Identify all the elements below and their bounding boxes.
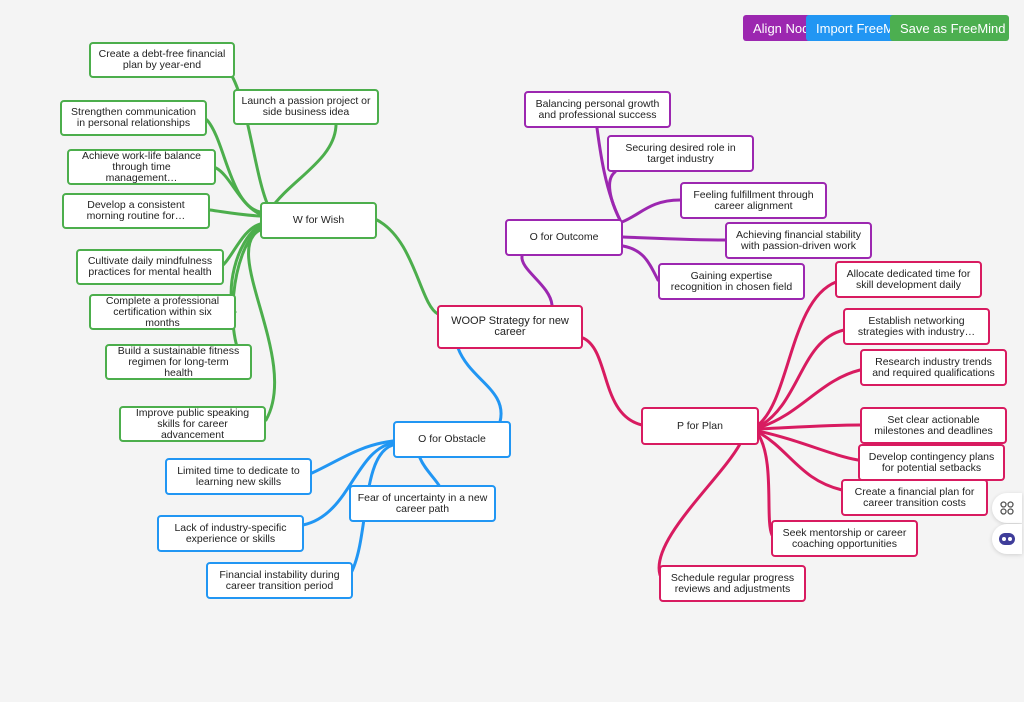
plan-item-node[interactable]: Seek mentorship or career coaching oppor… [771, 520, 918, 557]
wish-item-node[interactable]: Achieve work-life balance through time m… [67, 149, 216, 185]
outcome-item-node[interactable]: Achieving financial stability with passi… [725, 222, 872, 259]
grid-icon[interactable] [992, 493, 1022, 523]
wish-item-node[interactable]: Improve public speaking skills for caree… [119, 406, 266, 442]
plan-item-node[interactable]: Set clear actionable milestones and dead… [860, 407, 1007, 444]
wish-item-node[interactable]: Build a sustainable fitness regimen for … [105, 344, 252, 380]
wish-item-node[interactable]: Strengthen communication in personal rel… [60, 100, 207, 136]
import-freemind-button[interactable]: Import FreeMind [806, 15, 902, 41]
outcome-item-node[interactable]: Gaining expertise recognition in chosen … [658, 263, 805, 300]
plan-item-node[interactable]: Research industry trends and required qu… [860, 349, 1007, 386]
obstacle-item-node[interactable]: Financial instability during career tran… [206, 562, 353, 599]
outcome-item-node[interactable]: Balancing personal growth and profession… [524, 91, 671, 128]
plan-item-node[interactable]: Develop contingency plans for potential … [858, 444, 1005, 481]
plan-item-node[interactable]: Schedule regular progress reviews and ad… [659, 565, 806, 602]
wish-item-node[interactable]: Develop a consistent morning routine for… [62, 193, 210, 229]
outcome-item-node[interactable]: Feeling fulfillment through career align… [680, 182, 827, 219]
assistant-bot-icon[interactable] [992, 524, 1022, 554]
wish-item-node[interactable]: Launch a passion project or side busines… [233, 89, 379, 125]
plan-branch-node[interactable]: P for Plan [641, 407, 759, 445]
save-freemind-button[interactable]: Save as FreeMind [890, 15, 1009, 41]
wish-item-node[interactable]: Cultivate daily mindfulness practices fo… [76, 249, 224, 285]
wish-item-node[interactable]: Complete a professional certification wi… [89, 294, 236, 330]
outcome-item-node[interactable]: Securing desired role in target industry [607, 135, 754, 172]
wish-item-node[interactable]: Create a debt-free financial plan by yea… [89, 42, 235, 78]
root-node[interactable]: WOOP Strategy for new career [437, 305, 583, 349]
obstacle-item-node[interactable]: Lack of industry-specific experience or … [157, 515, 304, 552]
obstacle-item-node[interactable]: Fear of uncertainty in a new career path [349, 485, 496, 522]
obstacle-branch-node[interactable]: O for Obstacle [393, 421, 511, 458]
outcome-branch-node[interactable]: O for Outcome [505, 219, 623, 256]
plan-item-node[interactable]: Allocate dedicated time for skill develo… [835, 261, 982, 298]
plan-item-node[interactable]: Create a financial plan for career trans… [841, 479, 988, 516]
obstacle-item-node[interactable]: Limited time to dedicate to learning new… [165, 458, 312, 495]
wish-branch-node[interactable]: W for Wish [260, 202, 377, 239]
plan-item-node[interactable]: Establish networking strategies with ind… [843, 308, 990, 345]
